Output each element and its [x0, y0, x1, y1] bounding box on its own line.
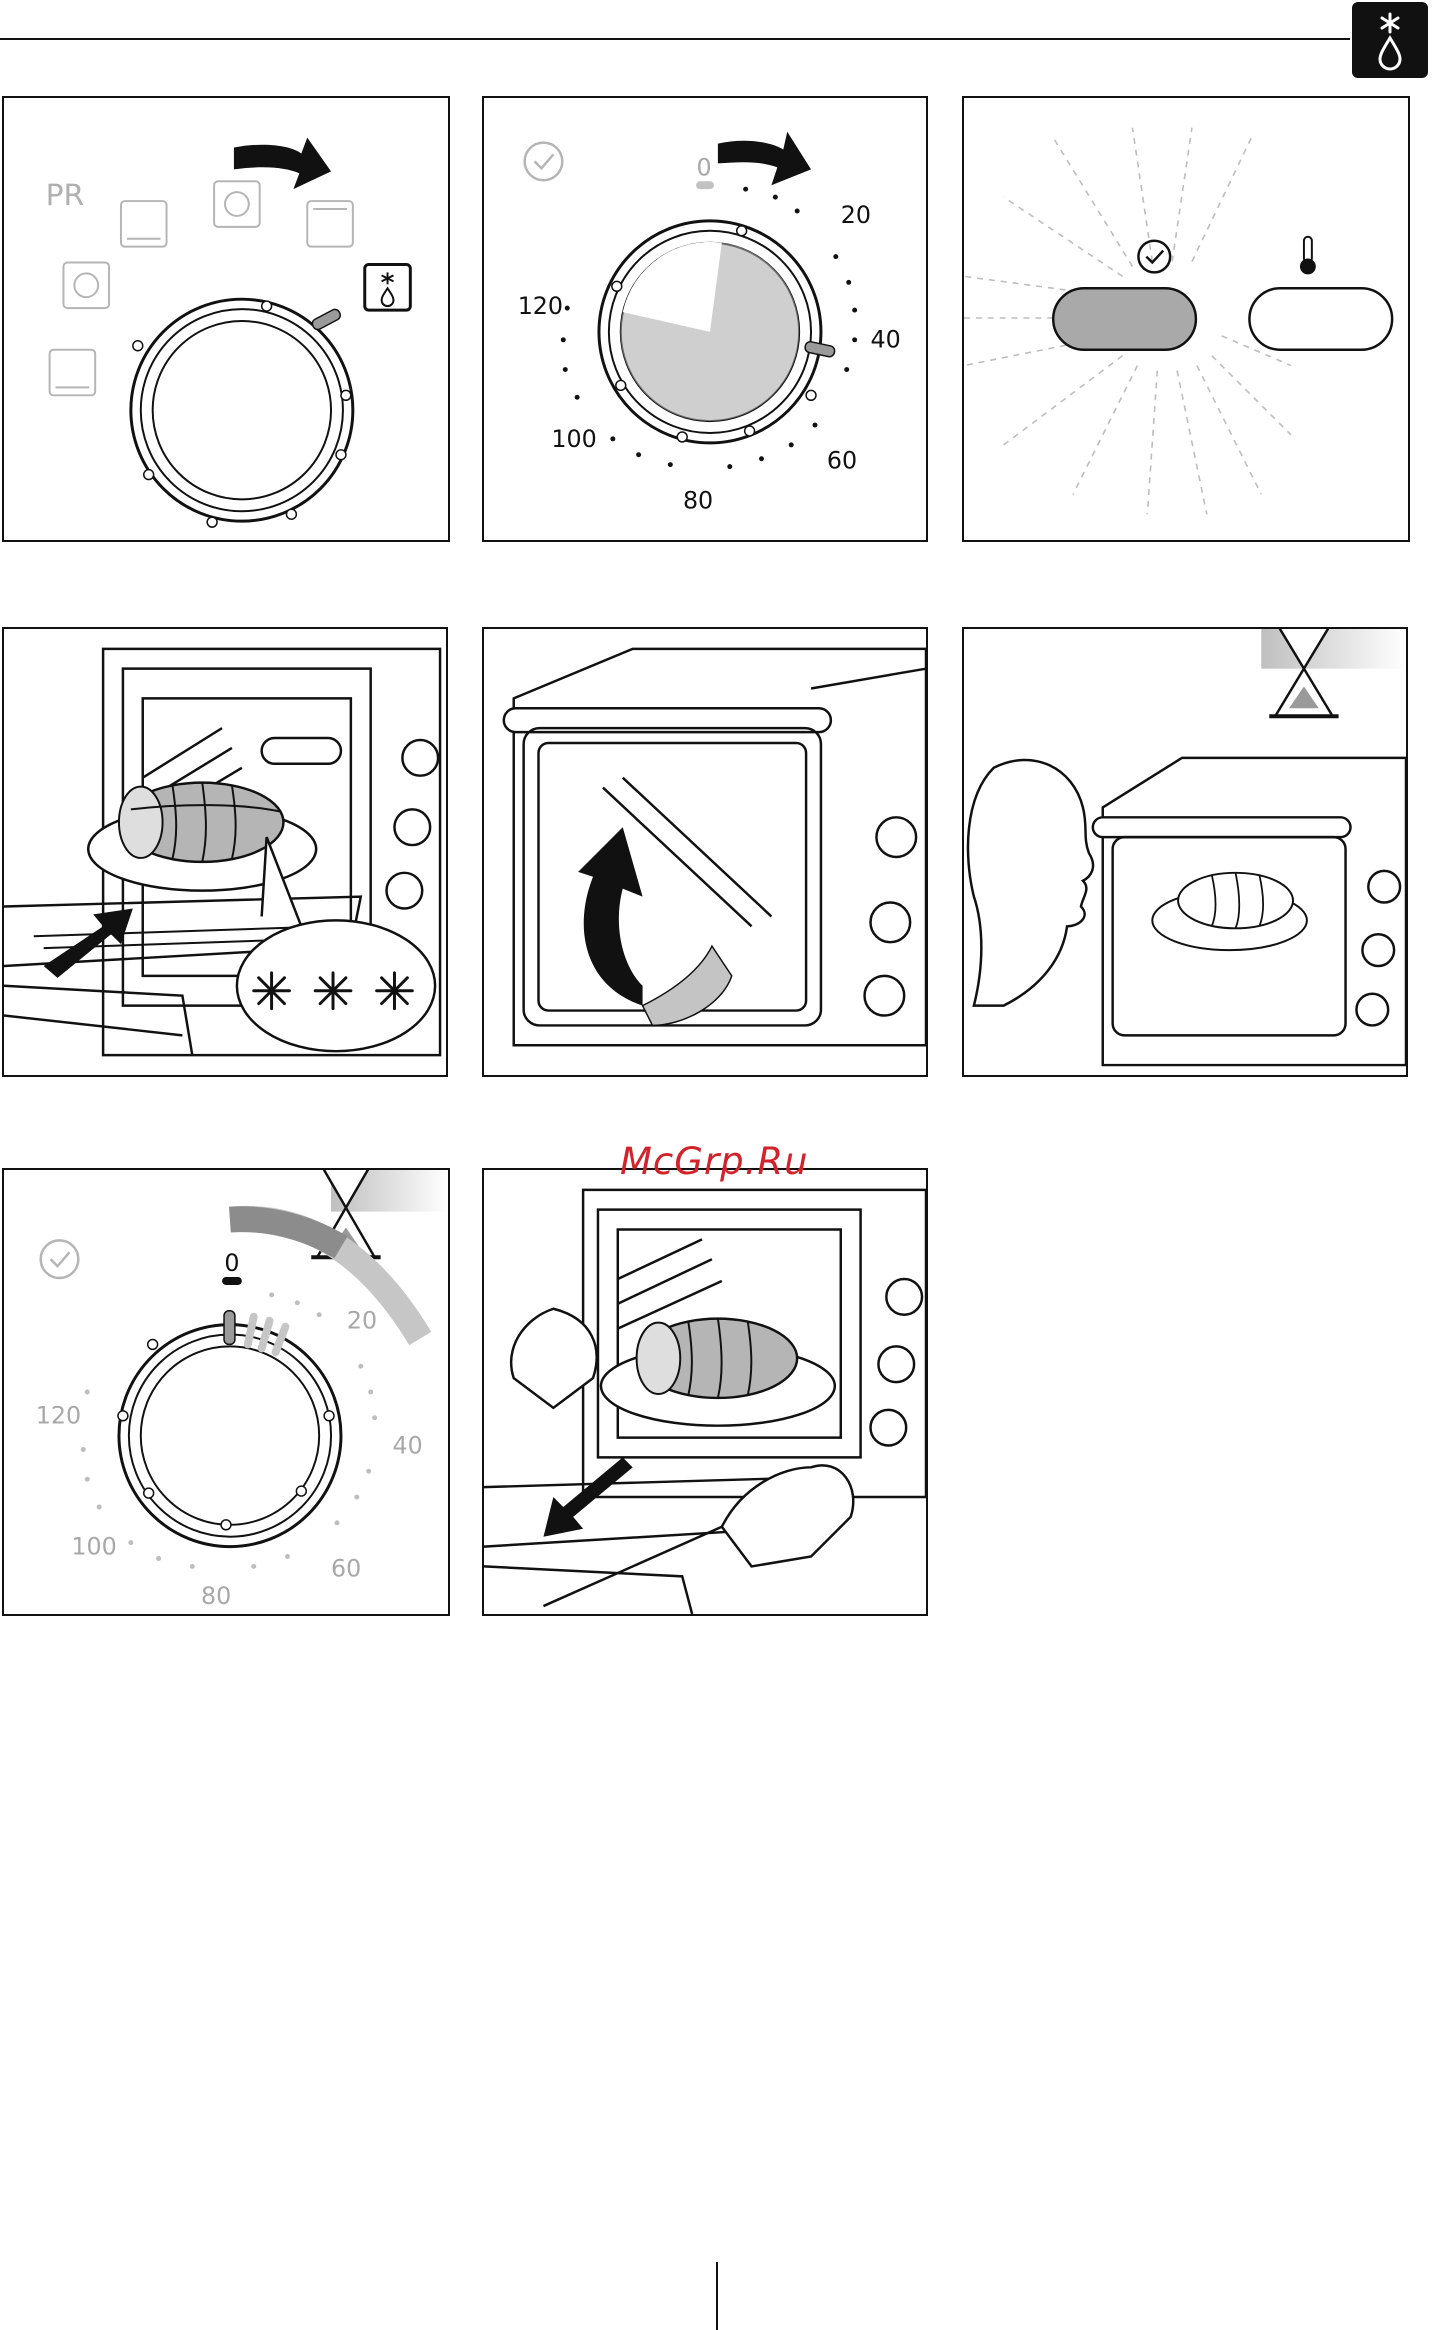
panel-remove-food [482, 1168, 928, 1616]
frozen-roast [119, 783, 284, 862]
timer-label-20: 20 [347, 1307, 377, 1335]
timer-label-100: 100 [71, 1533, 116, 1561]
thermometer-icon [1301, 237, 1315, 274]
mode-knob [131, 299, 353, 521]
timer-label-120: 120 [518, 292, 563, 320]
panel-close-door [482, 627, 928, 1077]
panel-place-food [2, 627, 448, 1077]
thermostat-indicator-light [1249, 288, 1392, 349]
timer-label-20: 20 [841, 201, 871, 229]
panel-indicators [962, 96, 1410, 542]
knob-indicator [224, 1311, 235, 1345]
timer-label-0: 0 [224, 1249, 239, 1277]
clock-icon [525, 143, 563, 181]
panel-check-food [962, 627, 1408, 1077]
knob-indicator [311, 308, 342, 332]
clock-icon [1138, 241, 1170, 273]
rotate-arrow-icon [718, 132, 811, 186]
watermark: McGrp.Ru [620, 1140, 809, 1183]
timer-label-100: 100 [551, 425, 596, 453]
panel-mode-selector: PR [2, 96, 450, 542]
timer-indicator-light [1053, 288, 1196, 349]
control-knobs [865, 817, 917, 1015]
roast [1178, 873, 1293, 928]
timer-label-60: 60 [331, 1554, 361, 1582]
panel-timer-set: 0 20 40 60 80 100 120 [482, 96, 928, 542]
timer-label-40: 40 [393, 1431, 423, 1459]
control-knobs [871, 1279, 923, 1445]
clock-icon [41, 1240, 79, 1278]
panel-timer-end: 0 20 40 60 80 100 120 [2, 1168, 450, 1616]
defrost-icon [1352, 2, 1428, 78]
timer-label-60: 60 [827, 447, 857, 475]
close-door-arrow-icon [578, 827, 642, 1005]
timer-label-80: 80 [683, 486, 713, 514]
timer-label-40: 40 [871, 326, 901, 354]
timer-label-80: 80 [201, 1582, 231, 1610]
timer-label-0: 0 [696, 153, 711, 181]
header-rule [0, 38, 1350, 40]
timer-label-120: 120 [36, 1402, 81, 1430]
page-footer-rule [716, 2262, 718, 2330]
oven-mode-icons [50, 181, 353, 395]
control-knobs [387, 740, 439, 908]
person-face [968, 760, 1093, 1006]
roast [637, 1319, 798, 1398]
control-knobs [1356, 871, 1400, 1026]
mode-label-pr: PR [46, 178, 85, 213]
insert-arrow-icon [44, 908, 133, 977]
